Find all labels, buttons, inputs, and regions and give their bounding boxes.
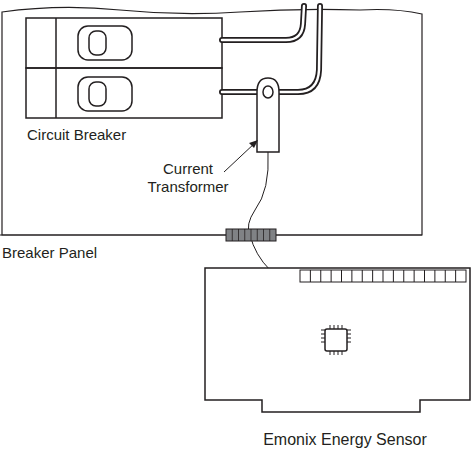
grommet xyxy=(226,229,276,241)
detail-stroke xyxy=(372,270,373,282)
detail-stroke xyxy=(347,334,351,335)
detail-stroke xyxy=(321,330,325,331)
microchip xyxy=(321,325,351,355)
detail-stroke xyxy=(403,270,404,282)
detail-stroke xyxy=(238,229,239,241)
detail-stroke xyxy=(383,270,384,282)
header-connector xyxy=(300,270,466,282)
detail-stroke xyxy=(424,270,425,282)
detail-stroke xyxy=(342,325,343,329)
detail-stroke xyxy=(334,351,335,355)
detail-stroke xyxy=(342,351,343,355)
detail-stroke xyxy=(445,270,446,282)
part-label: Circuit Breaker xyxy=(27,126,126,144)
detail-stroke xyxy=(310,270,311,282)
detail-stroke xyxy=(351,270,352,282)
detail-stroke xyxy=(455,270,456,282)
part-label: Breaker Panel xyxy=(2,244,97,262)
detail-stroke xyxy=(341,270,342,282)
detail-stroke xyxy=(251,229,252,241)
sensor-board xyxy=(205,268,470,412)
detail-stroke xyxy=(338,351,339,355)
detail-stroke xyxy=(434,270,435,282)
leader-line xyxy=(224,142,256,172)
detail-stroke xyxy=(330,325,331,329)
detail-stroke xyxy=(321,334,325,335)
detail-stroke xyxy=(347,330,351,331)
detail-stroke xyxy=(362,270,363,282)
detail-stroke xyxy=(334,325,335,329)
current-transformer xyxy=(257,78,279,152)
detail-stroke xyxy=(338,325,339,329)
detail-stroke xyxy=(269,229,270,241)
breaker-panel xyxy=(2,7,422,235)
detail-stroke xyxy=(321,342,325,343)
circuit-breaker xyxy=(26,18,222,118)
detail-stroke xyxy=(330,351,331,355)
detail-stroke xyxy=(244,229,245,241)
detail-stroke xyxy=(347,342,351,343)
detail-stroke xyxy=(331,270,332,282)
detail-stroke xyxy=(321,338,325,339)
detail-stroke xyxy=(414,270,415,282)
detail-stroke xyxy=(257,229,258,241)
detail-stroke xyxy=(263,229,264,241)
detail-stroke xyxy=(232,229,233,241)
part-label: Emonix Energy Sensor xyxy=(263,430,427,449)
detail-stroke xyxy=(347,338,351,339)
leader-arrowhead xyxy=(249,140,258,148)
detail-stroke xyxy=(393,270,394,282)
detail-stroke xyxy=(320,270,321,282)
part-label: Current Transformer xyxy=(140,160,236,196)
